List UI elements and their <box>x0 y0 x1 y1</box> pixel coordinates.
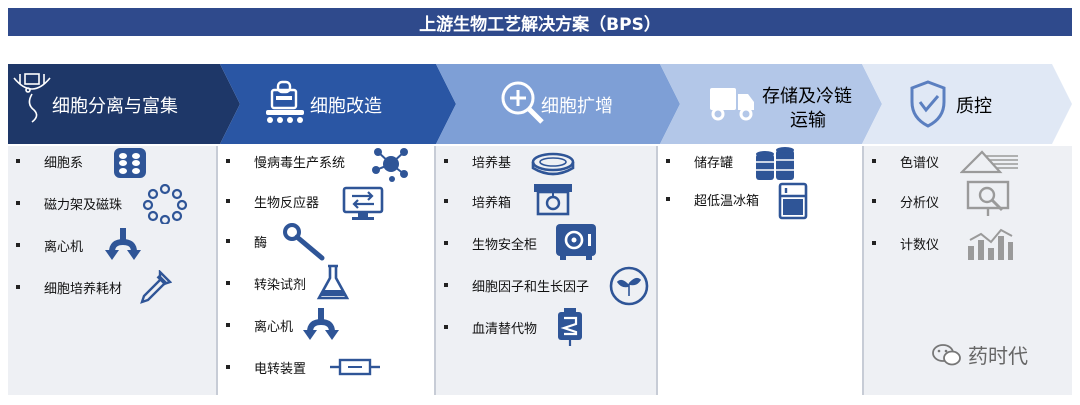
storage-tank-icon <box>756 147 794 180</box>
stage-5-label: 质控 <box>956 96 992 117</box>
centrifuge-split-icon <box>105 228 141 260</box>
magnifier-plus-icon <box>501 81 544 124</box>
freezer-icon <box>778 182 808 220</box>
column-quality-control: 色谱仪 分析仪 计数仪 <box>864 146 1072 395</box>
analyzer-icon <box>966 180 1010 216</box>
stage-2-label: 细胞改造 <box>310 96 382 117</box>
page-title: 上游生物工艺解决方案（BPS） <box>419 14 661 35</box>
chevron-stage-3 <box>436 64 680 144</box>
bioreactor-monitor-icon <box>342 186 384 220</box>
centrifuge-split-icon <box>303 308 339 340</box>
bead-ring-icon <box>142 184 188 224</box>
electroporation-icon <box>330 358 380 376</box>
title-bar: 上游生物工艺解决方案（BPS） <box>8 8 1072 36</box>
chevron-stage-1 <box>8 64 240 144</box>
truck-icon <box>710 88 754 121</box>
column-storage-cold-chain: 储存罐 超低温冰箱 <box>658 146 864 395</box>
well-plate-icon <box>114 148 146 178</box>
stage-4-label-line1: 存储及冷链 <box>762 86 852 107</box>
chevron-stage-5 <box>862 64 1072 144</box>
petri-dish-icon <box>531 152 575 176</box>
counter-chart-icon <box>968 228 1013 260</box>
column-cell-engineering: 慢病毒生产系统 生物反应器 酶 转染试剂 离心机 电转装置 <box>218 146 436 395</box>
watermark: 药时代 <box>932 340 1028 369</box>
wechat-icon <box>932 343 961 365</box>
growth-factor-icon <box>609 266 649 306</box>
serum-vial-icon <box>558 308 582 346</box>
safety-cabinet-icon <box>556 224 596 260</box>
cell-seal-icon <box>13 73 51 123</box>
column-cell-expansion: 培养基 培养箱 生物安全柜 细胞因子和生长因子 血清替代物 <box>436 146 658 395</box>
conveyor-robot-icon <box>266 80 304 123</box>
stage-3-label: 细胞扩增 <box>541 96 613 117</box>
incubator-icon <box>534 184 572 216</box>
stage-1-label: 细胞分离与富集 <box>52 96 178 117</box>
flask-icon <box>316 264 350 300</box>
column-cell-isolation: 细胞系 磁力架及磁珠 离心机 细胞培养耗材 <box>8 146 218 395</box>
virus-icon <box>372 148 408 182</box>
stage-4-label-line2: 运输 <box>790 110 826 131</box>
chromatograph-icon <box>960 150 1018 174</box>
chevron-stage-4 <box>660 64 882 144</box>
pipette-icon <box>140 270 172 304</box>
shield-check-icon <box>910 80 946 128</box>
enzyme-tool-icon <box>283 223 325 261</box>
process-chevrons <box>8 64 1072 144</box>
watermark-text: 药时代 <box>968 344 1028 368</box>
